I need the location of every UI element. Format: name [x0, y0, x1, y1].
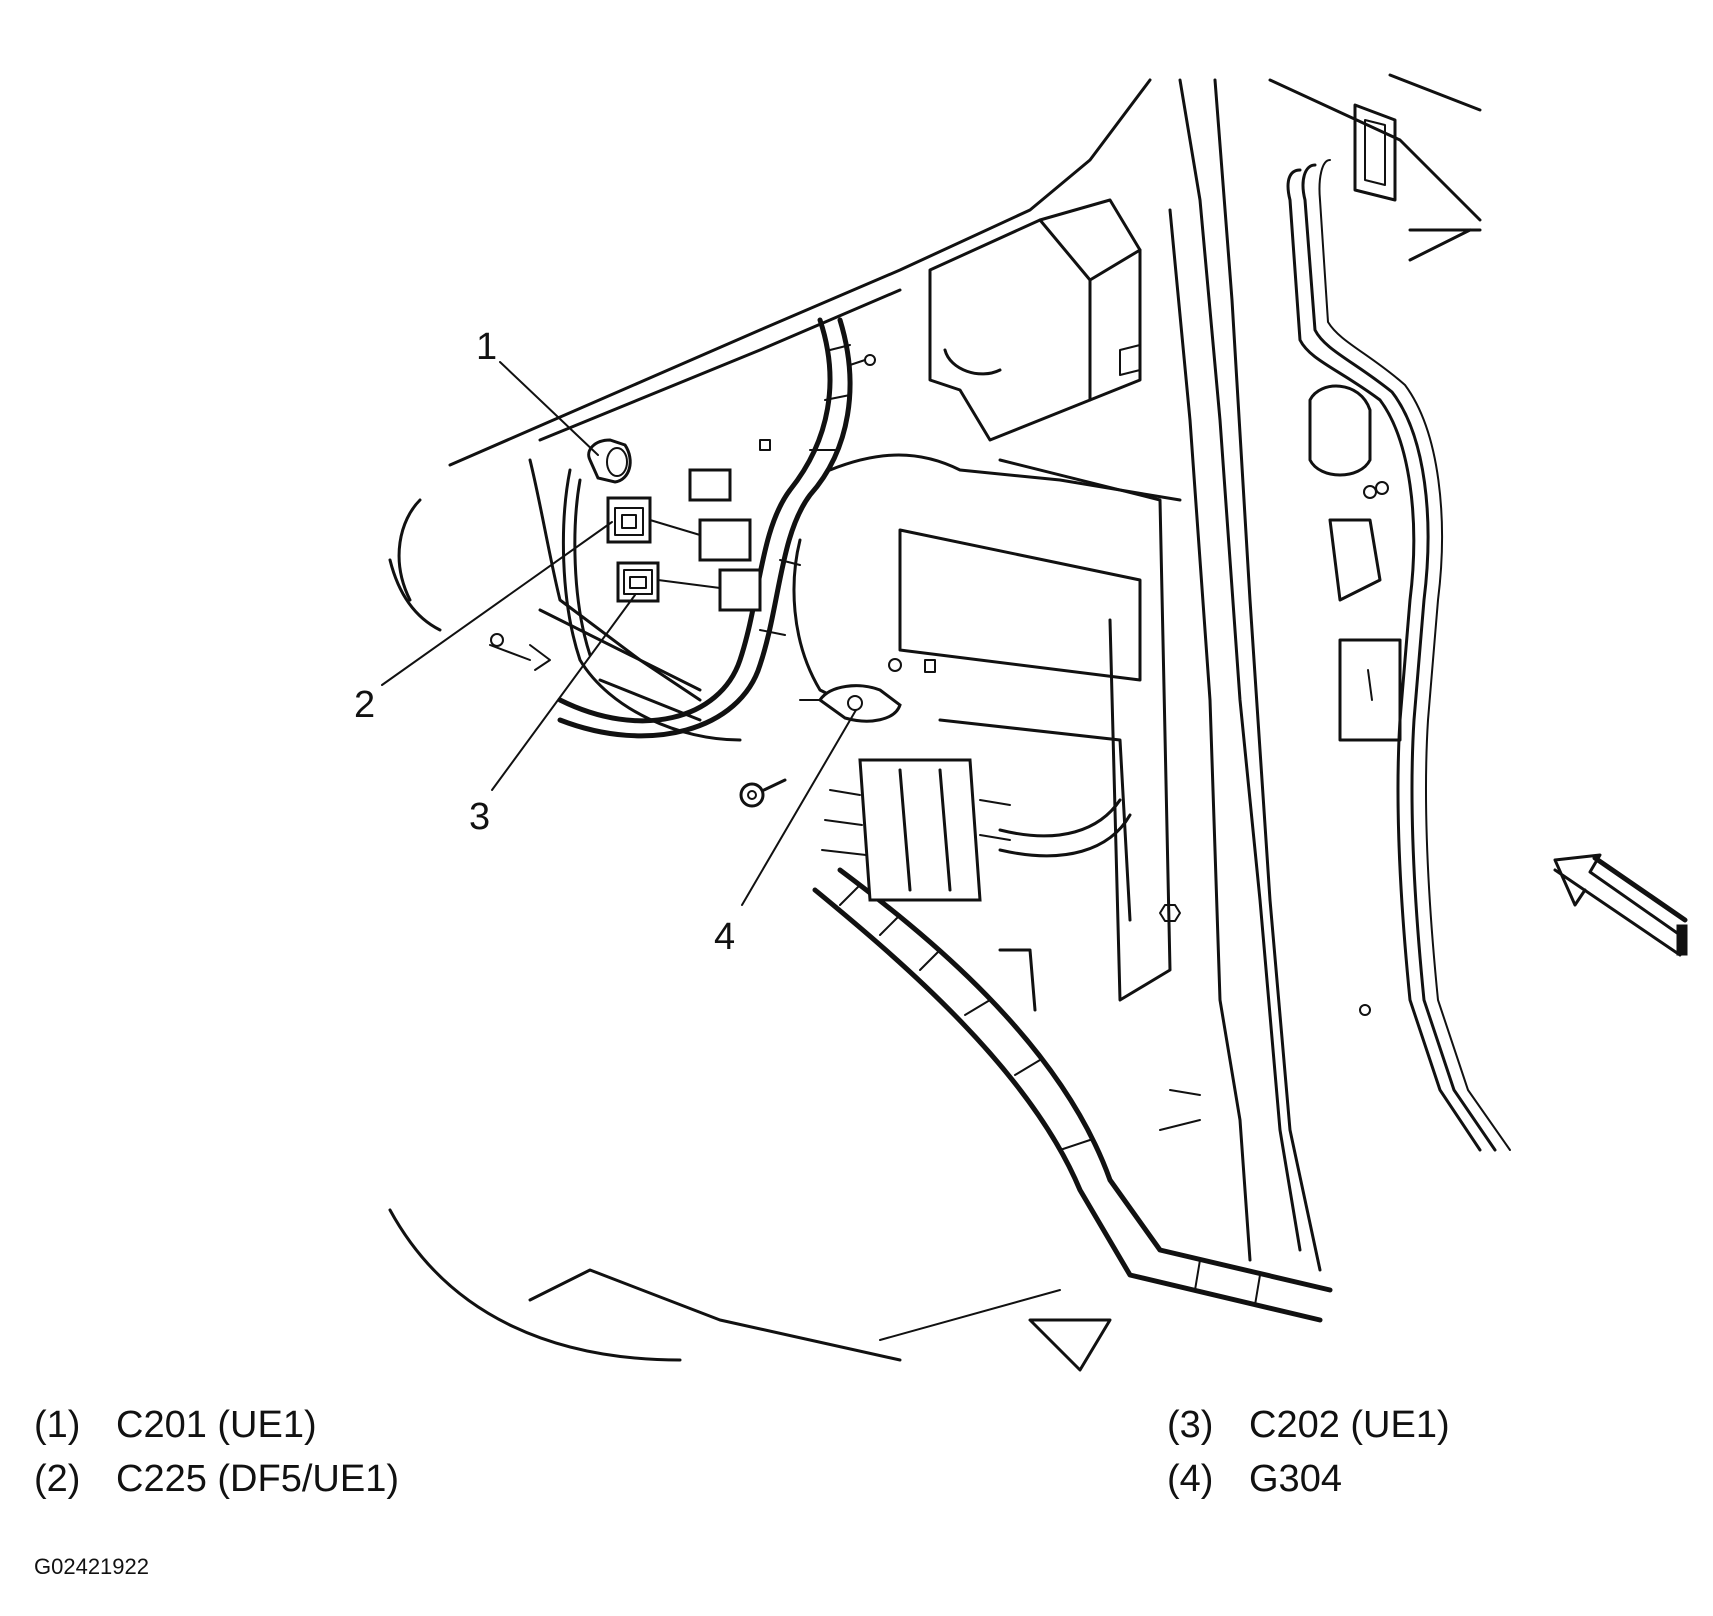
leader-3	[491, 594, 636, 791]
center-pillar	[898, 198, 1201, 1131]
figure-id: G02421922	[34, 1554, 149, 1579]
connector-c225	[606, 496, 652, 544]
legend-item-4: (4) G304	[1167, 1460, 1342, 1498]
legend-number: (4)	[1167, 1458, 1214, 1500]
leader-4	[741, 709, 857, 906]
leader-1	[499, 361, 599, 456]
right-side-harness	[1286, 103, 1511, 1152]
legend-label: C225 (DF5/UE1)	[116, 1458, 399, 1500]
callout-2: 2	[354, 684, 376, 726]
body-panel-outline	[448, 73, 1482, 1272]
callout-1: 1	[476, 326, 498, 368]
legend-number: (1)	[34, 1404, 81, 1446]
connector-c201	[587, 438, 632, 484]
connector-c202	[616, 561, 660, 603]
legend-item-3: (3) C202 (UE1)	[1167, 1406, 1450, 1444]
ground-g304	[799, 658, 936, 723]
left-panel-detail	[388, 354, 876, 722]
callout-leader-lines	[381, 361, 857, 906]
callout-4: 4	[714, 916, 736, 958]
legend-item-1: (1) C201 (UE1)	[34, 1406, 317, 1444]
callout-3: 3	[469, 796, 491, 838]
legend-item-2: (2) C225 (DF5/UE1)	[34, 1460, 399, 1498]
legend-number: (2)	[34, 1458, 81, 1500]
mating-connectors	[649, 468, 762, 612]
legend-label: C202 (UE1)	[1249, 1404, 1450, 1446]
harness-inline-connector	[821, 758, 1132, 902]
view-direction-arrow-icon	[1553, 853, 1688, 957]
wiring-harness-location-drawing	[381, 73, 1688, 1372]
leader-2	[381, 521, 613, 686]
legend-number: (3)	[1167, 1404, 1214, 1446]
ground-bolt	[739, 778, 787, 808]
legend-label: G304	[1249, 1458, 1342, 1500]
upper-harness	[557, 317, 1182, 742]
legend-label: C201 (UE1)	[116, 1404, 317, 1446]
main-harness-loom	[388, 867, 1333, 1372]
